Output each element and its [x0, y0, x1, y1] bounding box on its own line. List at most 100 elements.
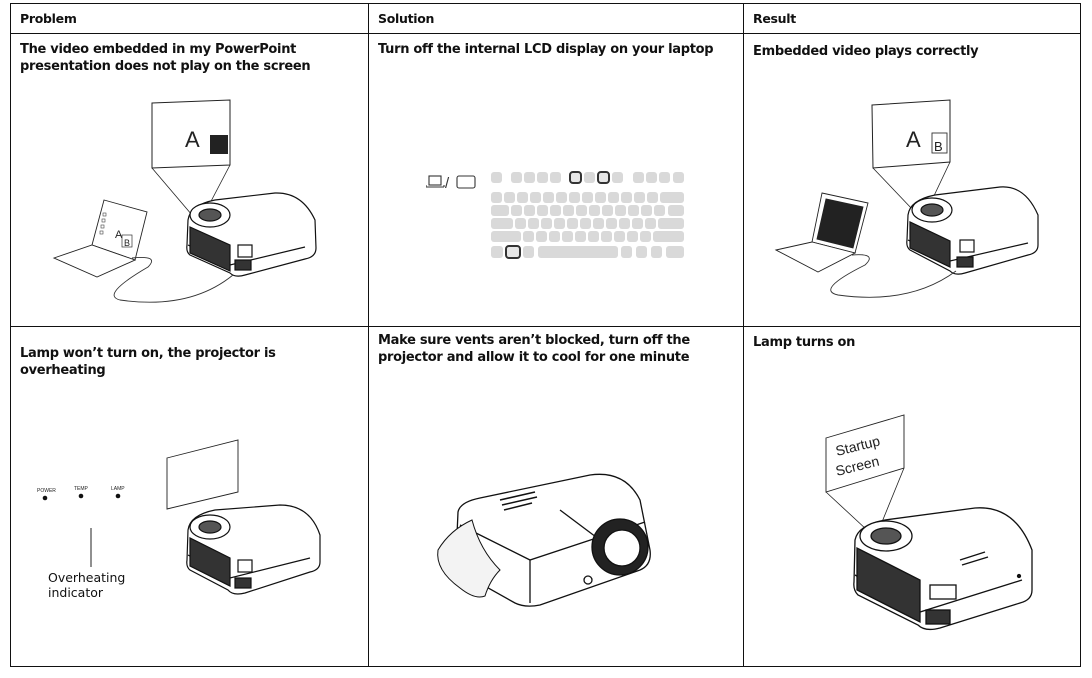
cable-icon — [113, 256, 234, 303]
highlighted-key — [597, 171, 610, 184]
keyboard-key — [549, 231, 560, 242]
keyboard-key — [584, 172, 595, 183]
row2-result: Lamp turns on — [753, 335, 856, 350]
screen-letter-a: A — [906, 127, 921, 152]
row2-problem: Lamp won’t turn on, the projector is ove… — [20, 346, 276, 378]
keyboard-key — [515, 218, 526, 229]
keyboard-key — [668, 205, 684, 216]
keyboard-key — [628, 205, 639, 216]
column-divider — [368, 4, 369, 666]
keyboard-key — [651, 246, 662, 258]
projector-icon — [186, 192, 317, 277]
black-box-icon — [210, 135, 228, 154]
keyboard-key — [612, 172, 623, 183]
keyboard-key — [556, 192, 567, 203]
keyboard-key — [543, 192, 554, 203]
laptop-icon — [774, 192, 869, 273]
keyboard-key — [614, 231, 625, 242]
laptop-letter-a: A — [115, 229, 123, 241]
keyboard-key — [523, 246, 534, 258]
slash-glyph: / — [445, 175, 450, 192]
keyboard-key — [491, 205, 509, 216]
keyboard-key — [645, 218, 656, 229]
troubleshooting-table: Problem Solution Result The video embedd… — [10, 3, 1081, 667]
laptop-projector-illustration: A A B — [52, 99, 317, 303]
keyboard-key — [537, 205, 548, 216]
keyboard-key — [659, 172, 670, 183]
overheating-annotation-line1: Overheating — [48, 570, 126, 585]
keyboard-key — [627, 231, 638, 242]
keyboard-key — [569, 192, 580, 203]
overheating-indicator-illustration: POWER TEMP LAMP — [37, 439, 321, 595]
keyboard-key — [524, 172, 535, 183]
keyboard-key — [602, 205, 613, 216]
keyboard-key — [491, 192, 502, 203]
keyboard-key — [491, 218, 513, 229]
keyboard-key — [554, 218, 565, 229]
keyboard-key — [654, 205, 665, 216]
keyboard-key — [595, 192, 606, 203]
overheating-annotation-line2: indicator — [48, 585, 104, 600]
keyboard-key — [633, 172, 644, 183]
header-problem: Problem — [20, 11, 77, 26]
keyboard-key — [621, 246, 632, 258]
projector-front-icon — [455, 473, 651, 607]
keyboard-key — [636, 246, 647, 258]
keyboard-key — [646, 172, 657, 183]
keyboard-key — [537, 172, 548, 183]
projector-icon — [906, 186, 1039, 275]
indicator-label-temp: TEMP — [74, 486, 89, 492]
keyboard-key — [589, 205, 600, 216]
keyboard-key — [536, 231, 547, 242]
keyboard-key — [517, 192, 528, 203]
header-solution: Solution — [378, 11, 435, 26]
keyboard-key — [666, 246, 684, 258]
keyboard-key — [563, 205, 574, 216]
keyboard-key — [619, 218, 630, 229]
indicator-lights: POWER TEMP LAMP — [37, 486, 125, 501]
keyboard-key — [673, 172, 684, 183]
keyboard-key — [660, 192, 684, 203]
lamp-led-icon — [115, 493, 121, 499]
keyboard-key — [511, 205, 522, 216]
keyboard-key — [588, 231, 599, 242]
keyboard-key — [653, 231, 684, 242]
keyboard-key — [491, 246, 503, 258]
keyboard-key — [634, 192, 645, 203]
header-divider — [11, 33, 1080, 34]
screen-letter-b: B — [934, 139, 943, 154]
keyboard-key — [511, 172, 522, 183]
keyboard-key — [491, 231, 521, 242]
keyboard-key — [504, 192, 515, 203]
projector-icon — [186, 504, 321, 595]
blank-screen — [166, 439, 239, 510]
keyboard-key — [593, 218, 604, 229]
keyboard-key — [615, 205, 626, 216]
keyboard-key — [530, 192, 541, 203]
keyboard-key — [641, 205, 652, 216]
keyboard-key — [523, 231, 534, 242]
startup-screen-illustration: Startup Screen — [825, 414, 1033, 631]
row-divider — [11, 326, 1080, 327]
row1-result: Embedded video plays correctly — [753, 44, 979, 59]
keyboard-key — [575, 231, 586, 242]
keyboard-key — [608, 192, 619, 203]
keyboard-key — [580, 218, 591, 229]
laptop-icon — [52, 199, 148, 278]
keyboard-key — [601, 231, 612, 242]
keyboard-key — [538, 246, 618, 258]
cable-icon — [830, 254, 957, 298]
row2-solution: Make sure vents aren’t blocked, turn off… — [378, 333, 690, 365]
keyboard-key — [632, 218, 643, 229]
keyboard-key — [528, 218, 539, 229]
indicator-label-power: POWER — [37, 488, 56, 494]
lcd-toggle-icon: / — [425, 173, 476, 193]
highlighted-key — [569, 171, 582, 184]
column-divider — [743, 4, 744, 666]
keyboard-key — [541, 218, 552, 229]
keyboard-key — [491, 172, 502, 183]
laptop-projector-working-illustration: A B — [774, 99, 1039, 298]
keyboard-key — [640, 231, 651, 242]
projector-icon — [853, 507, 1033, 631]
hand-blocking-vent — [437, 519, 501, 598]
